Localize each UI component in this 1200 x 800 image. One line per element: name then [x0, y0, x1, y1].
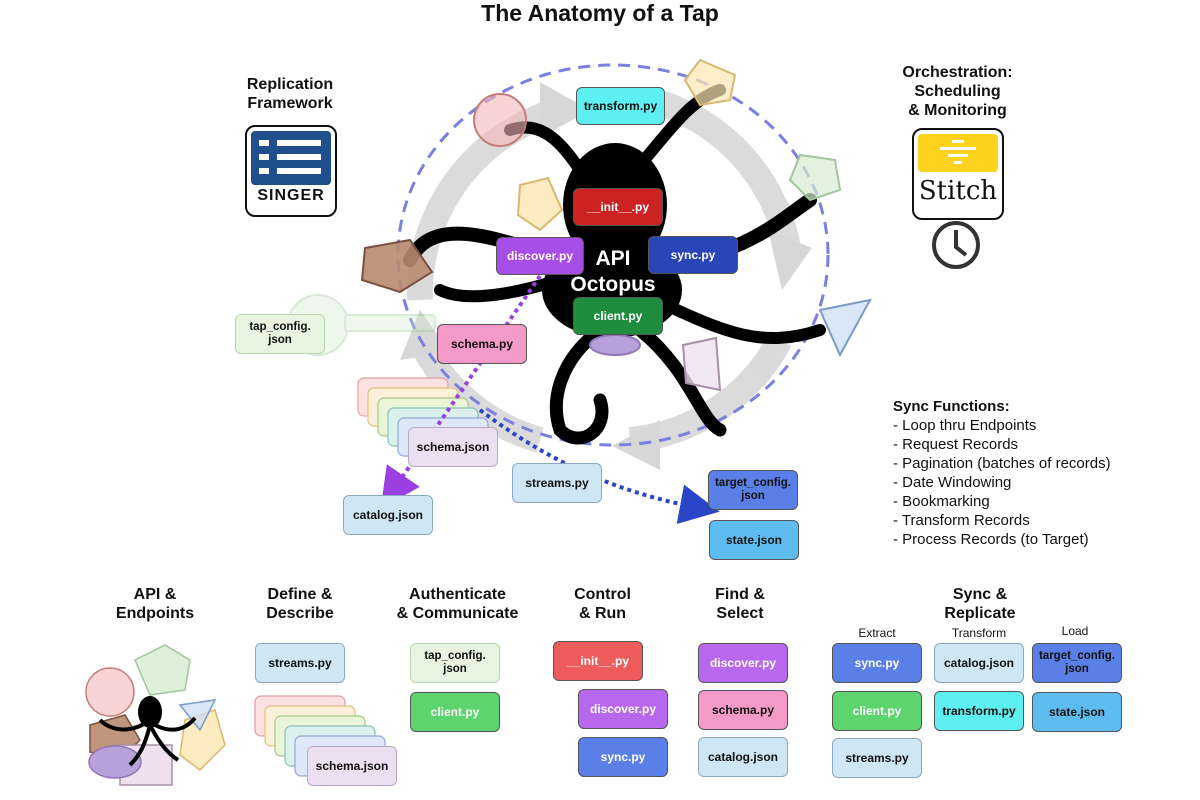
tap-config-line1: tap_config.: [249, 321, 311, 333]
stitch-logo-panel: [918, 134, 998, 172]
load-state-box: state.json: [1032, 692, 1122, 732]
bottom-find-schema-box: schema.py: [698, 690, 788, 730]
define-heading-line2: Describe: [266, 605, 334, 622]
define-heading-line1: Define &: [267, 586, 333, 603]
bottom-find-catalog-box: catalog.json: [698, 737, 788, 777]
extract-label: Extract: [858, 626, 896, 640]
page-title: The Anatomy of a Tap: [481, 0, 719, 26]
extract-client-box: client.py: [832, 691, 922, 731]
tap-config-box: tap_config. json: [235, 314, 325, 354]
extract-sync-box: sync.py: [832, 643, 922, 683]
control-heading-line2: & Run: [578, 605, 627, 622]
singer-logo-text: SINGER: [257, 187, 325, 204]
api-heading-line2: Endpoints: [115, 605, 195, 622]
auth-heading-line2: & Communicate: [396, 605, 519, 622]
streams-box: streams.py: [512, 463, 602, 503]
discover-box: discover.py: [496, 237, 584, 275]
octopus-label-line2: Octopus: [570, 273, 656, 296]
singer-logo-panel: [251, 131, 331, 185]
target-config-line2: json: [741, 490, 765, 502]
bottom-tap-config-line1: tap_config.: [424, 650, 486, 662]
tap-config-line2: json: [268, 334, 292, 346]
bottom-control-discover-box: discover.py: [578, 689, 668, 729]
sync-function-item: - Loop thru Endpoints: [893, 417, 1037, 434]
sync-replicate-heading-line2: Replicate: [944, 605, 1016, 622]
mini-octopus-illustration: [85, 644, 226, 786]
load-target-config-line1: target_config.: [1038, 650, 1116, 662]
bottom-control-sync-box: sync.py: [578, 737, 668, 777]
define-describe-heading: Define & Describe: [240, 585, 360, 623]
octopus-label: API Octopus: [560, 246, 666, 298]
find-heading-line1: Find &: [715, 586, 765, 603]
replication-heading-line2: Framework: [247, 95, 333, 112]
replication-heading: Replication Framework: [225, 75, 355, 113]
sync-function-item: - Process Records (to Target): [893, 531, 1089, 548]
control-heading-line1: Control: [574, 586, 631, 603]
target-config-line1: target_config.: [714, 477, 792, 489]
replication-heading-line1: Replication: [246, 76, 334, 93]
sync-functions-list: Sync Functions: - Loop thru Endpoints - …: [893, 397, 1183, 549]
authenticate-heading: Authenticate & Communicate: [385, 585, 530, 623]
target-config-box: target_config. json: [708, 470, 798, 510]
sync-replicate-heading: Sync & Replicate: [920, 585, 1040, 623]
transform-transform-box: transform.py: [934, 691, 1024, 731]
bottom-find-discover-box: discover.py: [698, 643, 788, 683]
dashed-ring: [396, 63, 830, 447]
singer-logo: SINGER: [245, 125, 337, 217]
catalog-box: catalog.json: [343, 495, 433, 535]
find-select-heading: Find & Select: [685, 585, 795, 623]
sync-function-item: - Pagination (batches of records): [893, 455, 1111, 472]
bottom-init-box: __init__.py: [553, 641, 643, 681]
sync-function-item: - Bookmarking: [893, 493, 990, 510]
client-box: client.py: [573, 297, 663, 335]
to-target-arrow: [478, 408, 720, 525]
bottom-client-box: client.py: [410, 692, 500, 732]
api-endpoints-heading: API & Endpoints: [95, 585, 215, 623]
clock-icon: [932, 221, 980, 269]
schema-py-box: schema.py: [437, 324, 527, 364]
schema-json-box: schema.json: [408, 427, 498, 467]
orchestration-heading-line3: & Monitoring: [908, 102, 1007, 119]
transform-label: Transform: [951, 626, 1007, 640]
bottom-tap-config-line2: json: [443, 663, 467, 675]
stitch-logo: Stitch: [912, 128, 1004, 220]
state-box: state.json: [709, 520, 799, 560]
stitch-logo-text: Stitch: [918, 176, 998, 206]
extract-streams-box: streams.py: [832, 738, 922, 778]
init-box: __init__.py: [573, 188, 663, 226]
load-label: Load: [1061, 624, 1089, 638]
sync-functions-title: Sync Functions:: [893, 398, 1010, 415]
sync-function-item: - Request Records: [893, 436, 1019, 453]
find-heading-line2: Select: [716, 605, 764, 622]
load-target-config-box: target_config. json: [1032, 643, 1122, 683]
orchestration-heading: Orchestration: Scheduling & Monitoring: [880, 63, 1035, 120]
octopus-label-line1: API: [595, 247, 631, 270]
sync-replicate-heading-line1: Sync &: [952, 586, 1008, 603]
bottom-streams-box: streams.py: [255, 643, 345, 683]
transform-box: transform.py: [576, 87, 665, 125]
transform-catalog-box: catalog.json: [934, 643, 1024, 683]
decorative-shapes: [360, 58, 872, 392]
control-run-heading: Control & Run: [545, 585, 660, 623]
sync-function-item: - Transform Records: [893, 512, 1030, 529]
auth-heading-line1: Authenticate: [409, 586, 506, 603]
sync-function-item: - Date Windowing: [893, 474, 1012, 491]
load-target-config-line2: json: [1065, 663, 1089, 675]
orchestration-heading-line1: Orchestration:: [902, 64, 1013, 81]
bottom-schema-json-box: schema.json: [307, 746, 397, 786]
orchestration-heading-line2: Scheduling: [914, 83, 1001, 100]
api-heading-line1: API &: [133, 586, 177, 603]
sync-box: sync.py: [648, 236, 738, 274]
bottom-tap-config-box: tap_config. json: [410, 643, 500, 683]
